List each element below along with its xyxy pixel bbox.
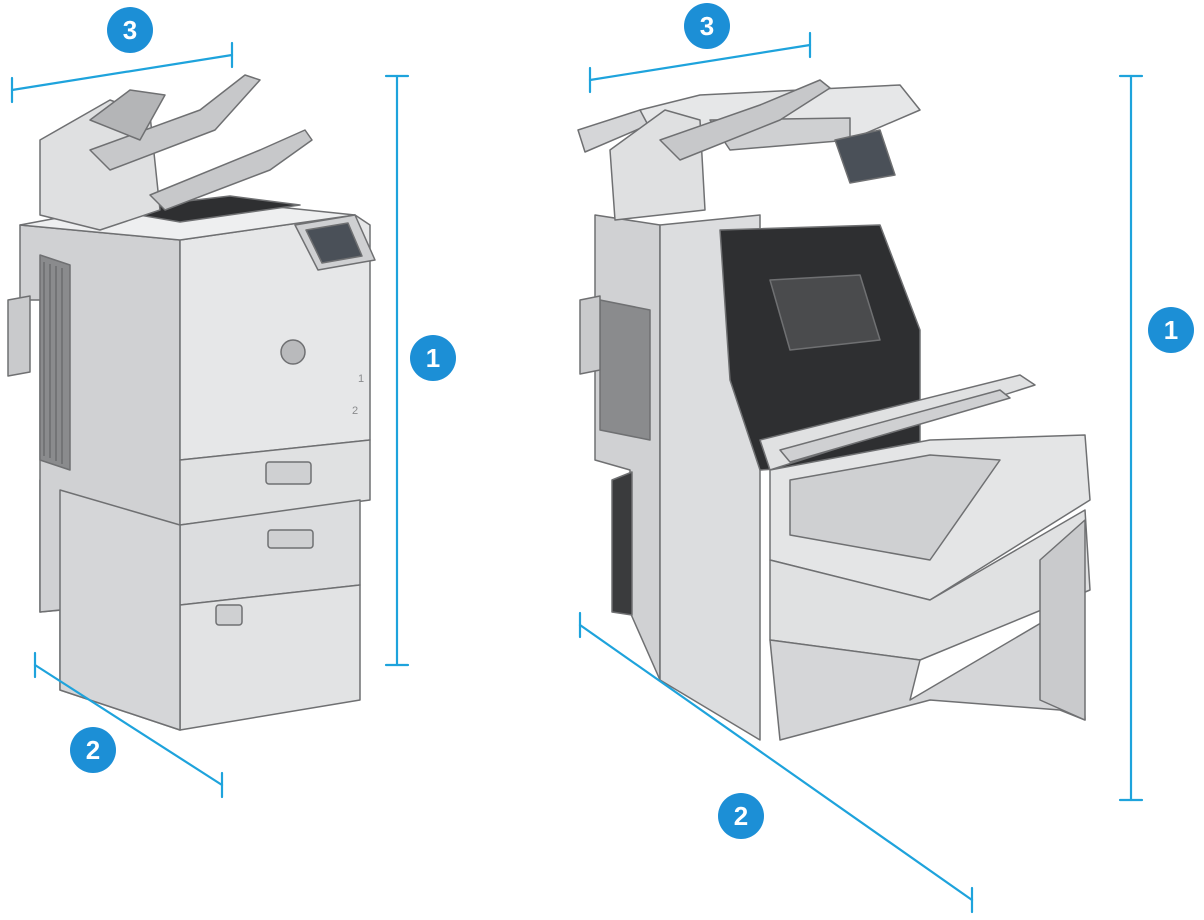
right-height-callout-label: 1 [1164,315,1178,345]
right-height-callout: 1 [1148,307,1194,353]
right-width-callout: 3 [684,3,730,49]
feeder-handle [215,604,243,626]
open-side-tab [579,295,601,375]
tray-2-bed [789,454,1001,561]
stacker-bin-upper [89,74,261,171]
tray-2-number: 2 [352,405,358,417]
touchscreen [305,222,363,264]
right-depth-line [578,623,974,902]
feeder-door [1039,519,1086,721]
left-width-callout-label: 3 [123,15,137,45]
mp-tray-inner [779,389,1011,463]
right-depth-callout: 2 [718,793,764,839]
stacker-top-tray [89,89,166,141]
vent-slats [43,262,63,464]
lower-feeder-side [59,489,181,731]
side-tab [7,295,31,377]
tray-1-number: 1 [358,373,364,385]
right-width-line [588,43,812,82]
left-width-callout: 3 [107,7,153,53]
left-height-callout: 1 [410,335,456,381]
open-stand [611,471,633,616]
right-depth-callout-label: 2 [734,801,748,831]
toner-cartridge [769,274,881,351]
tray-1-handle [265,461,312,485]
printer-open [577,79,1091,741]
left-depth-line [33,663,224,787]
dimension-lines [10,31,1144,914]
open-vent [599,299,651,441]
left-width-line [10,53,234,92]
open-stacker-bin [659,79,831,161]
stacker-bin-lower [149,129,313,211]
printer-closed [7,74,376,731]
hp-logo [280,339,306,365]
front-feeder [179,584,361,731]
left-depth-callout: 2 [70,727,116,773]
right-width-callout-label: 3 [700,11,714,41]
open-control-panel [834,129,896,184]
left-depth-callout-label: 2 [86,735,100,765]
tray-2-handle [267,529,314,549]
left-height-callout-label: 1 [426,343,440,373]
callouts: 1 2 3 1 2 3 [70,3,1194,839]
